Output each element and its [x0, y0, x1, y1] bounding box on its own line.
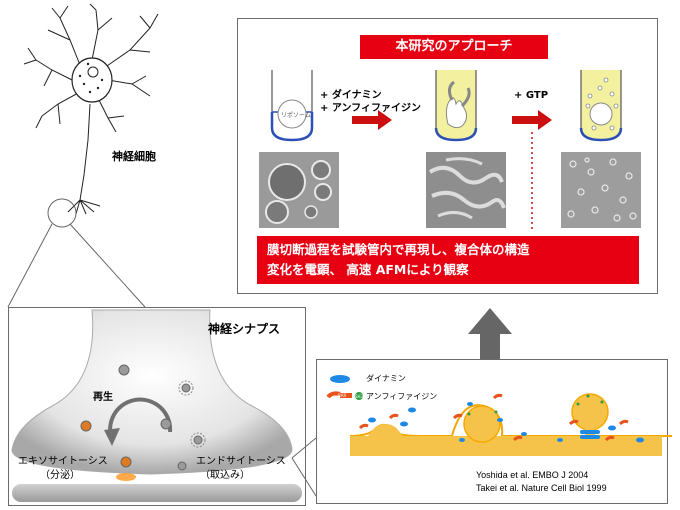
synapse-title: 神経シナプス — [208, 322, 281, 336]
summary-line-2: 変化を電顕、 高速 AFMにより観察 — [267, 262, 469, 277]
reference-1: Yoshida et al. EMBO J 2004 — [476, 470, 589, 480]
reagent-amphiphysin: + アンフィファイジン — [320, 103, 421, 114]
neuron-label: 神経細胞 — [112, 150, 156, 163]
legend-sh3: SH3 — [355, 394, 364, 399]
red-arrow-2 — [512, 110, 552, 130]
synaptic-vesicles — [80, 364, 206, 471]
exocytosis-label: エキソサイトーシス — [18, 456, 108, 467]
micrograph-liposome — [259, 152, 339, 228]
amphiphysin-legend-icon — [326, 391, 341, 399]
red-arrow-1 — [352, 110, 392, 130]
dynamin-legend-icon — [330, 375, 350, 383]
reference-2: Takei et al. Nature Cell Biol 1999 — [476, 483, 607, 493]
reagent-dynamin: + ダイナミン — [320, 90, 382, 101]
exocytosis-sub: （分泌） — [40, 470, 80, 481]
micrograph-tubules — [426, 152, 506, 228]
endocytosis-sub: （取込み） — [200, 470, 250, 481]
legend-bar: BAR — [338, 393, 347, 398]
liposome-label: リポソーム — [281, 112, 311, 119]
micrograph-vesicles — [561, 152, 641, 228]
legend-amphiphysin: アンフィファイジン — [366, 392, 438, 401]
tube-tubulated — [434, 70, 478, 142]
legend-dynamin: ダイナミン — [366, 374, 406, 383]
approach-title: 本研究のアプローチ — [360, 35, 548, 59]
endocytosis-label: エンドサイトーシス — [196, 456, 286, 467]
recycle-label: 再生 — [93, 392, 113, 403]
approach-summary: 膜切断過程を試験管内で再現し、複合体の構造 変化を電顕、 高速 AFMにより観察 — [257, 236, 639, 284]
tube-vesicles — [579, 70, 623, 142]
summary-line-1: 膜切断過程を試験管内で再現し、複合体の構造 — [267, 242, 530, 257]
reagent-gtp: + GTP — [514, 90, 549, 101]
tube-liposome — [270, 70, 314, 142]
